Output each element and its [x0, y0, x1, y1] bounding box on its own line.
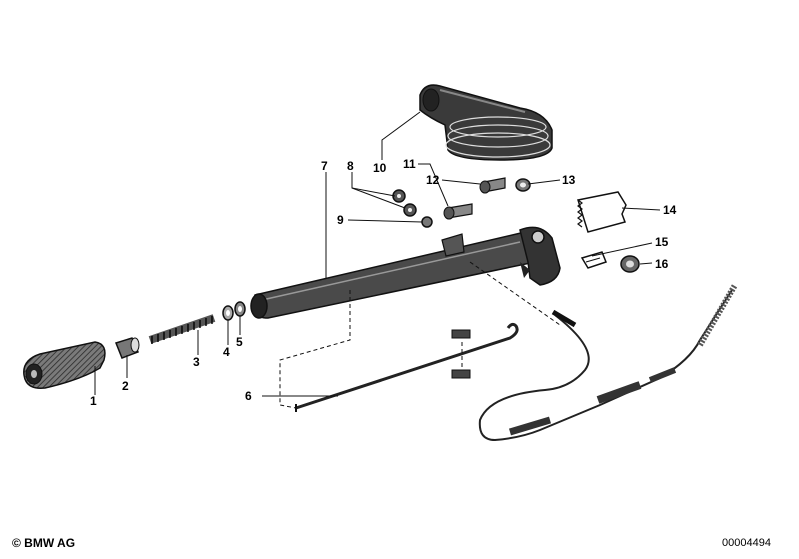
- part-fasteners-drawing: [392, 177, 531, 228]
- part-grip-drawing: [23, 341, 106, 389]
- callout-2: 2: [122, 379, 129, 393]
- callout-11: 11: [403, 157, 416, 171]
- part-sleeve-drawing: [115, 337, 140, 359]
- callout-12: 12: [426, 173, 440, 187]
- callout-14: 14: [663, 203, 677, 217]
- callout-16: 16: [655, 257, 669, 271]
- diagram-number: 00004494: [722, 537, 771, 549]
- part-spring-drawing: [148, 314, 216, 344]
- callout-9: 9: [337, 213, 344, 227]
- callout-5: 5: [236, 335, 243, 349]
- part-lever-drawing: [250, 226, 561, 319]
- callout-8: 8: [347, 159, 354, 173]
- callout-1: 1: [90, 394, 97, 408]
- callout-3: 3: [193, 355, 200, 369]
- part-clip-nut-drawing: [580, 251, 640, 273]
- reference-lines: [279, 261, 561, 409]
- callout-labels: 1 2 3 4 5 6 7 8 9 10 11 12 13 14 15 16: [90, 157, 677, 408]
- callout-7: 7: [321, 159, 328, 173]
- leader-lines: [94, 111, 661, 397]
- callout-15: 15: [655, 235, 669, 249]
- part-ratchet-drawing: [577, 191, 627, 233]
- callout-13: 13: [562, 173, 576, 187]
- part-washers-drawing: [222, 301, 246, 321]
- part-boot-drawing: [419, 84, 553, 161]
- callout-6: 6: [245, 389, 252, 403]
- callout-10: 10: [373, 161, 387, 175]
- copyright-label: © BMW AG: [12, 536, 76, 550]
- callout-4: 4: [223, 345, 230, 359]
- part-cable-drawing: [478, 283, 738, 442]
- part-rod-drawing: [295, 322, 519, 412]
